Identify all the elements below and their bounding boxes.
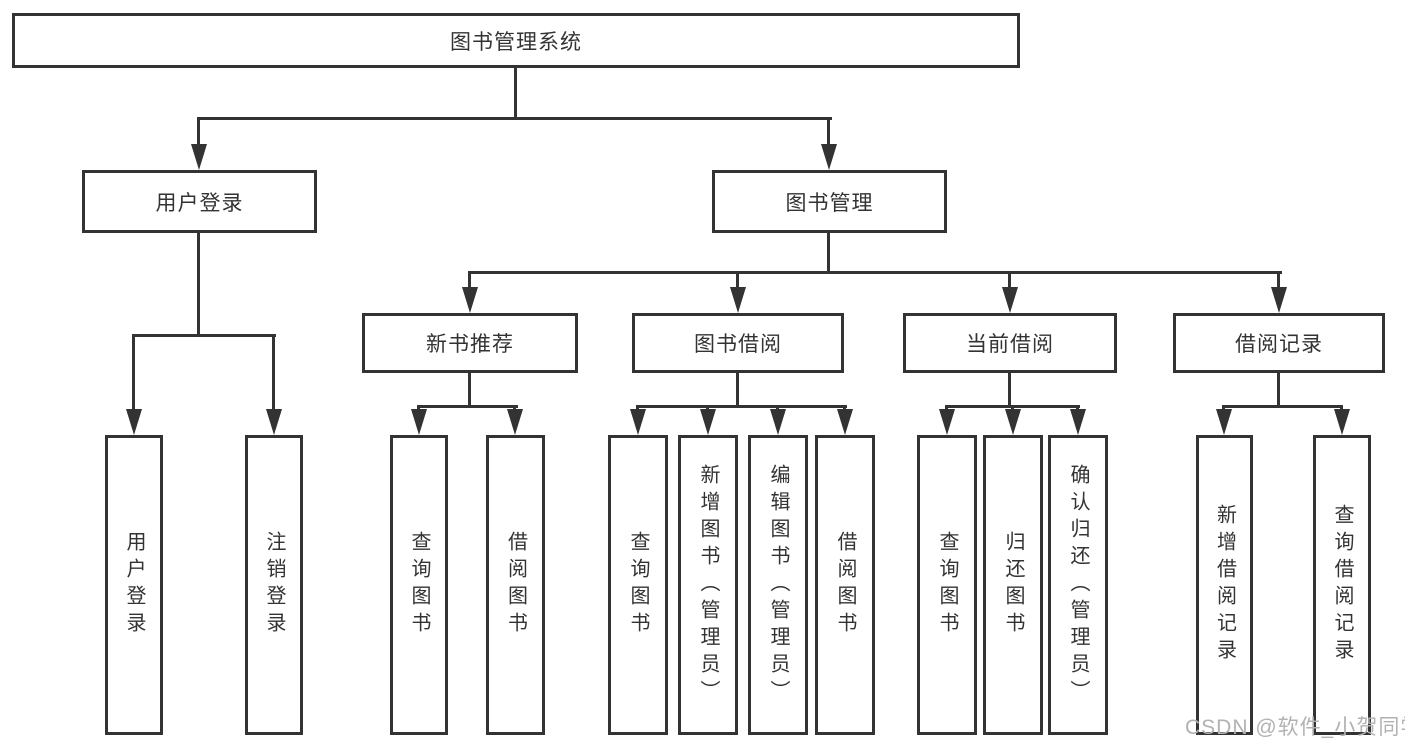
node-current-borrowing: 当前借阅 [903,313,1117,373]
node-label: 借阅记录 [1235,333,1323,356]
node-label: 查询图书 [936,531,958,639]
node-label: 图书借阅 [694,333,782,356]
leaf-query-books-2: 查询图书 [608,435,668,735]
arrow-down-icon [837,409,853,435]
edge-book-borrowing-rail [636,405,847,408]
edge-drop-confirm-return [1076,405,1079,412]
node-library-management-system: 图书管理系统 [12,13,1020,68]
edge-drop-edit-books [776,405,779,412]
arrow-down-icon [507,409,523,435]
node-label: 图书管理 [785,191,874,215]
edge-user-login-rail [132,334,276,337]
leaf-return-books: 归还图书 [983,435,1043,735]
node-label: 新增借阅记录 [1213,504,1236,666]
leaf-user-login: 用户登录 [105,435,163,735]
leaf-query-books-1: 查询图书 [390,435,448,735]
node-label: 借阅图书 [504,531,527,639]
arrow-down-icon [1334,409,1350,435]
edge-drop-user-login [197,117,200,147]
edge-drop-add-record [1222,405,1225,412]
edge-drop-borrow-books-1 [513,405,516,412]
node-new-book-recommendation: 新书推荐 [362,313,578,373]
arrow-down-icon [1005,409,1021,435]
edge-level2-rail [197,117,832,120]
leaf-confirm-return-admin: 确认归还（管理员） [1048,435,1108,735]
edge-drop-new-book-rec [468,271,471,291]
node-label: 确认归还（管理员） [1067,463,1089,707]
node-book-borrowing: 图书借阅 [632,313,844,373]
edge-root-stem [514,68,517,119]
edge-drop-return-books [1011,405,1014,412]
arrow-down-icon [266,409,282,435]
arrow-down-icon [1216,409,1232,435]
leaf-add-books-admin: 新增图书（管理员） [678,435,738,735]
edge-current-borrowing-stem [1008,373,1011,407]
leaf-query-borrow-record: 查询借阅记录 [1313,435,1371,735]
edge-drop-borrowing-records [1277,271,1280,291]
node-label: 当前借阅 [966,333,1054,356]
node-label: 用户登录 [123,531,145,639]
edge-user-login-stem [197,233,200,336]
edge-drop-add-books [706,405,709,412]
node-book-management: 图书管理 [712,170,947,233]
node-label: 新增图书（管理员） [697,463,719,707]
arrow-down-icon [1271,287,1287,313]
edge-borrowing-records-rail [1222,405,1343,408]
arrow-down-icon [730,287,746,313]
node-label: 注销登录 [263,531,285,639]
leaf-edit-books-admin: 编辑图书（管理员） [748,435,808,735]
edge-book-management-stem [827,233,830,273]
edge-borrowing-records-stem [1277,373,1280,407]
arrow-down-icon [126,409,142,435]
edge-new-book-rec-stem [468,373,471,407]
arrow-down-icon [191,144,207,170]
leaf-query-books-3: 查询图书 [917,435,977,735]
arrow-down-icon [700,409,716,435]
edge-drop-query-books-3 [945,405,948,412]
node-label: 编辑图书（管理员） [767,463,789,707]
arrow-down-icon [770,409,786,435]
edge-drop-borrow-books-2 [843,405,846,412]
edge-drop-leaf-logout [272,334,275,412]
leaf-logout: 注销登录 [245,435,303,735]
edge-drop-book-management [827,117,830,147]
arrow-down-icon [462,287,478,313]
node-borrowing-records: 借阅记录 [1173,313,1385,373]
edge-book-borrowing-stem [736,373,739,407]
arrow-down-icon [1070,409,1086,435]
node-label: 归还图书 [1002,531,1024,639]
node-label: 用户登录 [155,191,244,215]
leaf-borrow-books-1: 借阅图书 [486,435,545,735]
leaf-add-borrow-record: 新增借阅记录 [1196,435,1253,735]
edge-level3-rail [468,271,1282,274]
edge-new-book-rec-rail [417,405,518,408]
arrow-down-icon [939,409,955,435]
node-label: 查询借阅记录 [1331,504,1353,666]
edge-drop-current-borrowing [1008,271,1011,291]
node-user-login: 用户登录 [82,170,317,233]
node-label: 查询图书 [408,531,430,639]
arrow-down-icon [630,409,646,435]
arrow-down-icon [1002,287,1018,313]
csdn-watermark: CSDN @软件_小贺同学 [1185,716,1405,739]
arrow-down-icon [411,409,427,435]
arrow-down-icon [821,144,837,170]
node-label: 新书推荐 [426,333,514,356]
edge-drop-query-books-1 [417,405,420,412]
node-label: 图书管理系统 [450,30,582,54]
edge-drop-query-record [1340,405,1343,412]
edge-drop-book-borrowing [736,271,739,291]
node-label: 查询图书 [627,531,649,639]
edge-drop-leaf-user-login [132,334,135,412]
edge-drop-query-books-2 [636,405,639,412]
leaf-borrow-books-2: 借阅图书 [815,435,875,735]
node-label: 借阅图书 [834,531,856,639]
